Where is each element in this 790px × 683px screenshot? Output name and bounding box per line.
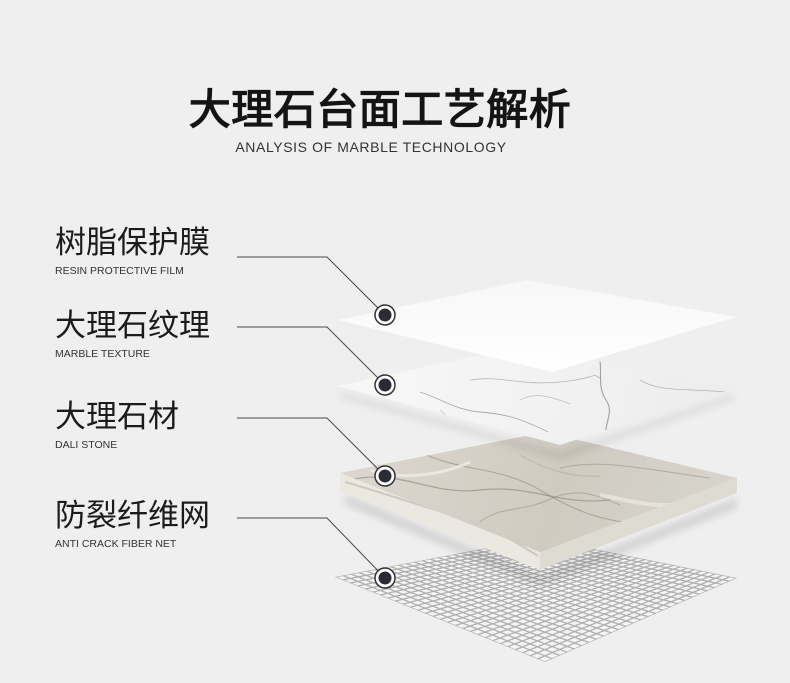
layer-label-dali-stone: 大理石材 DALI STONE — [55, 400, 235, 452]
layer-name-en: DALI STONE — [55, 439, 118, 451]
layer-label-resin-film: 树脂保护膜 RESIN PROTECTIVE FILM — [55, 226, 235, 278]
stone-right-edge — [540, 478, 737, 570]
mesh-strand — [437, 556, 642, 621]
mesh-strand — [397, 564, 605, 637]
mesh-strand — [453, 553, 656, 615]
mesh-strand — [389, 565, 597, 641]
stone-top-face — [340, 432, 737, 552]
layer-label-marble-texture: 大理石纹理 MARBLE TEXTURE — [55, 309, 235, 361]
marker-dot-icon — [374, 304, 396, 326]
layer-name: 树脂保护膜 — [55, 225, 210, 261]
leader-line-marble-texture — [237, 326, 386, 386]
layer-markers — [374, 304, 396, 589]
resin-film-layer — [338, 280, 736, 372]
stone-left-edge — [340, 473, 540, 570]
leader-line-fiber-net — [237, 517, 386, 579]
mesh-strand — [358, 571, 568, 653]
mesh-strand — [445, 555, 649, 618]
marker-dot-icon — [374, 465, 396, 487]
layer-name-en: MARBLE TEXTURE — [55, 348, 150, 360]
mesh-strand — [342, 574, 553, 660]
mesh-strand — [476, 549, 679, 605]
page-subtitle: ANALYSIS OF MARBLE TECHNOLOGY — [235, 139, 507, 155]
stone-layer — [340, 432, 737, 586]
mesh-strand — [405, 562, 612, 634]
layer-name: 大理石材 — [55, 399, 179, 435]
layer-name-en: ANTI CRACK FIBER NET — [55, 538, 177, 550]
leader-lines — [237, 256, 386, 579]
leader-line-dali-stone — [237, 417, 386, 477]
layer-label-fiber-net: 防裂纤维网 ANTI CRACK FIBER NET — [55, 499, 235, 551]
layer-name-en: RESIN PROTECTIVE FILM — [55, 265, 184, 277]
page-title: 大理石台面工艺解析 — [188, 85, 572, 134]
mesh-strand — [421, 559, 627, 628]
texture-shadow — [340, 392, 734, 460]
layer-name: 大理石纹理 — [55, 308, 210, 344]
mesh-strand — [413, 561, 620, 631]
fiber-net-layer — [335, 538, 737, 662]
mesh-strand — [374, 568, 583, 647]
film-sheet — [338, 280, 736, 372]
mesh-strand — [429, 558, 634, 624]
layer-name: 防裂纤维网 — [55, 498, 210, 534]
marker-dot-icon — [374, 567, 396, 589]
marker-dot-icon — [374, 374, 396, 396]
mesh-strand — [366, 570, 575, 650]
mesh-strand — [382, 567, 590, 644]
leader-line-resin-film — [237, 256, 386, 316]
